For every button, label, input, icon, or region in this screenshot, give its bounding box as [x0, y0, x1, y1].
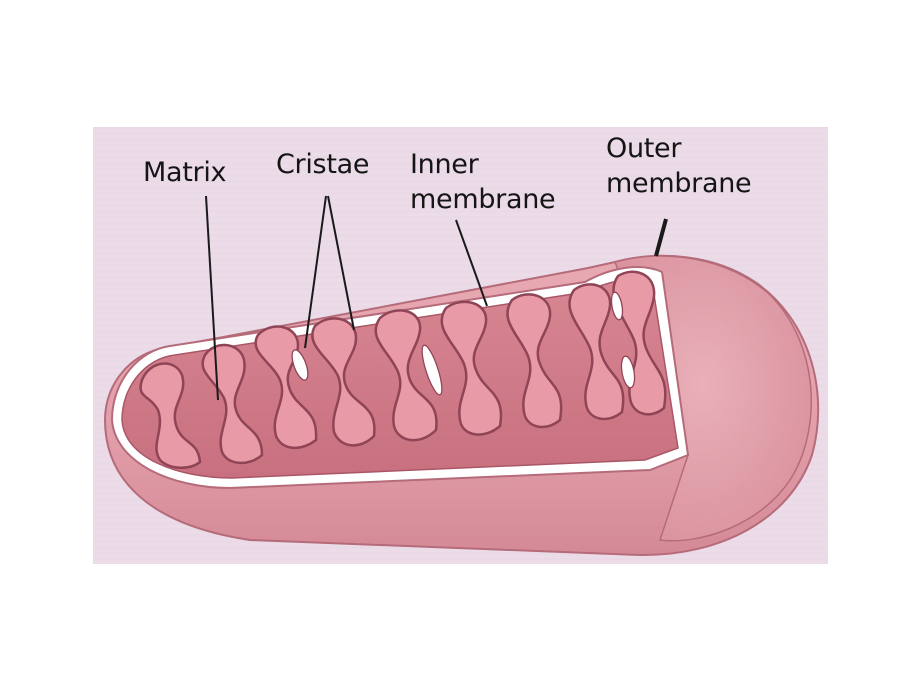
label-inner-membrane-line1: Inner	[410, 149, 479, 180]
label-inner-membrane-line2: membrane	[410, 184, 556, 215]
leader-lines	[205, 195, 488, 401]
matrix-leader-line	[205, 195, 219, 401]
outer-membrane-pointer	[654, 218, 668, 257]
cristae-leader-line-right	[327, 195, 355, 331]
inner-membrane-leader-line	[455, 219, 488, 307]
label-matrix: Matrix	[143, 157, 227, 188]
label-outer-membrane-line2: membrane	[606, 168, 752, 199]
cristae-folds	[139, 270, 667, 469]
label-cristae: Cristae	[276, 149, 370, 180]
label-outer-membrane-line1: Outer	[606, 133, 682, 164]
cristae-inner-slits	[291, 291, 636, 396]
cristae-leader-line-left	[304, 195, 327, 349]
